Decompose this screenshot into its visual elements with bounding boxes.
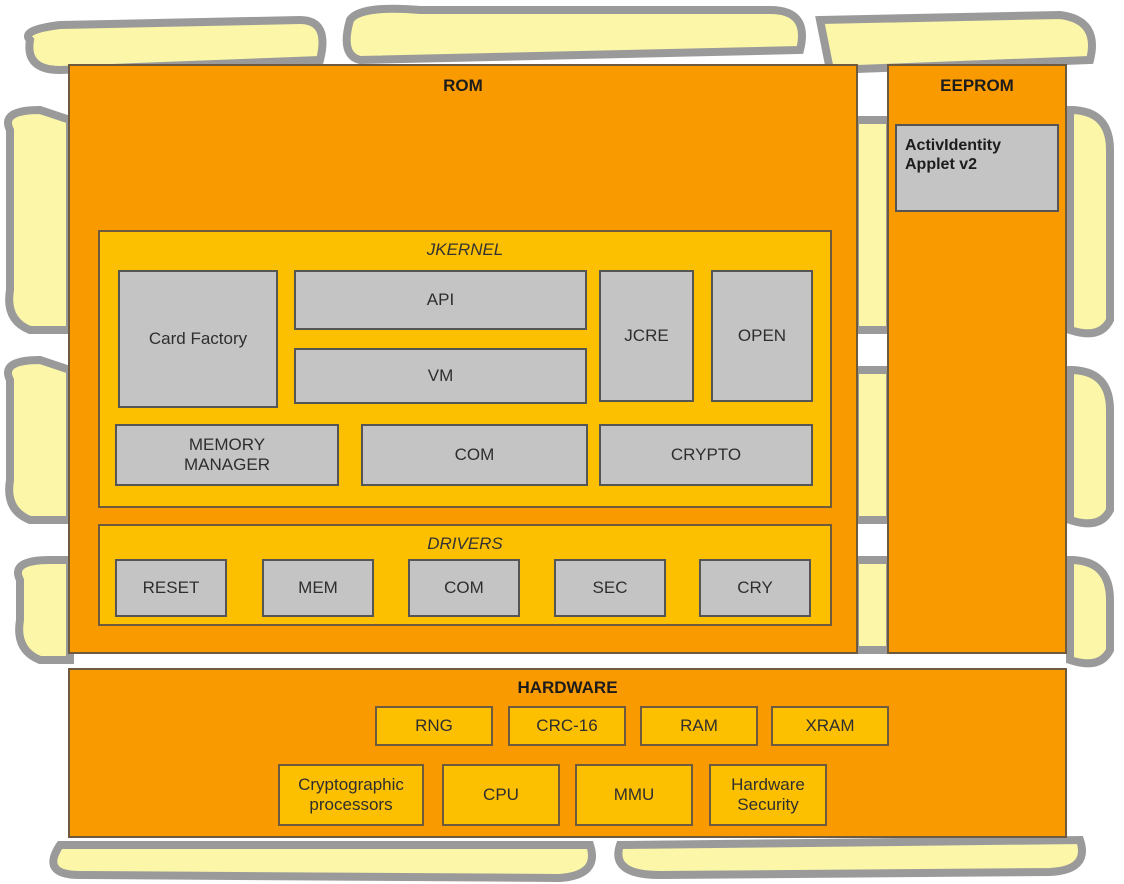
driver-com-label: COM [444, 577, 484, 597]
rng-label: RNG [415, 715, 453, 735]
jkernel-title: JKERNEL [426, 240, 504, 259]
applet-box: ActivIdentity Applet v2 [895, 124, 1059, 212]
jcre-box: JCRE [599, 270, 694, 402]
api-box: API [294, 270, 587, 330]
hardware-security-label: Hardware Security [731, 774, 805, 814]
jkernel-com-box: COM [361, 424, 588, 486]
open-box: OPEN [711, 270, 813, 402]
driver-sec-box: SEC [554, 559, 666, 617]
xram-label: XRAM [805, 715, 855, 735]
jkernel-com-label: COM [454, 444, 495, 464]
driver-reset-box: RESET [115, 559, 227, 617]
eeprom-title: EEPROM [940, 76, 1014, 95]
driver-cry-box: CRY [699, 559, 811, 617]
drivers-title: DRIVERS [427, 534, 503, 553]
memory-manager-label: MEMORY MANAGER [184, 434, 270, 474]
crc16-box: CRC-16 [508, 706, 626, 746]
vm-box: VM [294, 348, 587, 404]
driver-sec-label: SEC [592, 577, 628, 597]
hardware-block: HARDWARE [68, 668, 1067, 838]
driver-reset-label: RESET [142, 577, 200, 597]
crypto-box: CRYPTO [599, 424, 813, 486]
cpu-label: CPU [483, 784, 519, 804]
hardware-security-box: Hardware Security [709, 764, 827, 826]
cpu-box: CPU [442, 764, 560, 826]
ram-box: RAM [640, 706, 758, 746]
crypto-label: CRYPTO [670, 444, 742, 464]
vm-label: VM [427, 365, 454, 385]
driver-cry-label: CRY [737, 577, 773, 597]
card-factory-label: Card Factory [148, 328, 248, 348]
crc16-label: CRC-16 [536, 715, 598, 735]
cryptographic-processors-box: Cryptographic processors [278, 764, 424, 826]
jcre-label: JCRE [624, 325, 669, 345]
applet-label: ActivIdentity Applet v2 [905, 137, 1002, 174]
hardware-title: HARDWARE [517, 678, 618, 697]
card-factory-box: Card Factory [118, 270, 278, 408]
rng-box: RNG [375, 706, 493, 746]
driver-mem-label: MEM [298, 577, 338, 597]
api-label: API [426, 289, 455, 309]
open-label: OPEN [737, 325, 787, 345]
cryptographic-processors-label: Cryptographic processors [298, 774, 404, 814]
mmu-label: MMU [613, 784, 655, 804]
rom-title: ROM [443, 76, 483, 95]
ram-label: RAM [680, 715, 718, 735]
mmu-box: MMU [575, 764, 693, 826]
xram-box: XRAM [771, 706, 889, 746]
memory-manager-box: MEMORY MANAGER [115, 424, 339, 486]
driver-com-box: COM [408, 559, 520, 617]
driver-mem-box: MEM [262, 559, 374, 617]
